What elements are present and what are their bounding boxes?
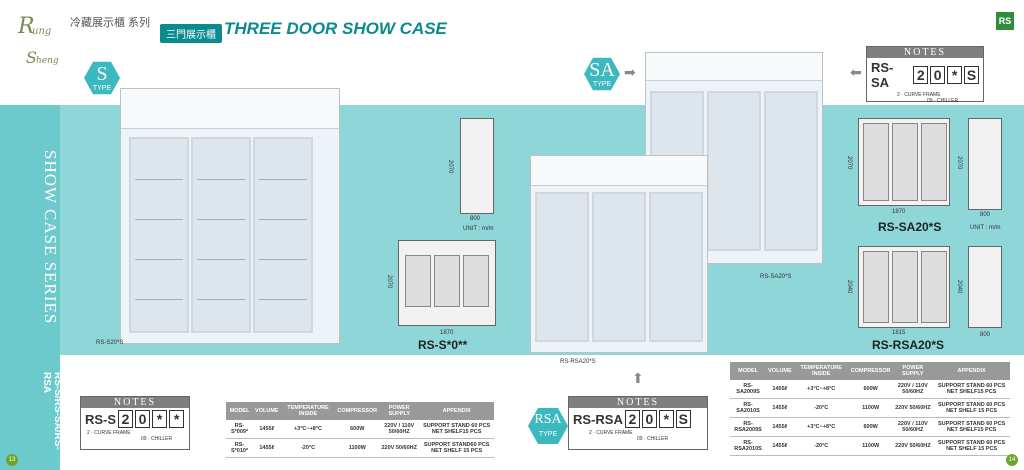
s-front-height: 2070 [386, 275, 392, 289]
rsa-side-height: 2040 [956, 280, 962, 294]
caption-sa: RS-SA20*S [760, 274, 792, 280]
arrow-up-icon: ⬆ [632, 370, 644, 386]
arrow-left-icon: ⬅ [850, 64, 862, 80]
s-side-depth: 800 [470, 216, 481, 222]
sa-side-drawing [968, 118, 1002, 210]
sa-side-unit: UNIT : m/m [970, 225, 1001, 231]
s-side-drawing [460, 118, 494, 214]
page-number-right: 14 [1006, 454, 1018, 466]
s-side-unit: UNIT : m/m [463, 226, 494, 232]
title-badge: 三門展示櫃 [160, 24, 222, 43]
sa-front-label: RS-SA20*S [878, 220, 942, 234]
sa-front-width: 1870 [892, 209, 906, 215]
fridge-s-photo [120, 88, 340, 344]
s-front-width: 1870 [440, 330, 454, 336]
sa-front-drawing [858, 118, 950, 206]
rsa-side-depth: 800 [980, 332, 991, 338]
page-number-left: 13 [6, 454, 18, 466]
title-cn: 冷藏展示櫃 系列 [70, 17, 151, 29]
sidebar-models-text: RS-S/RS-SA/RS-RSA [41, 372, 63, 450]
arrow-right-icon: ➡ [624, 64, 636, 80]
rsa-front-label: RS-RSA20*S [872, 338, 945, 352]
title-en: THREE DOOR SHOW CASE [224, 19, 447, 38]
sa-front-height: 2070 [846, 156, 852, 170]
fridge-rsa-photo [530, 155, 708, 353]
rsa-front-height: 2040 [846, 280, 852, 294]
sidebar-band [0, 105, 60, 470]
sidebar-series-text: SHOW CASE SERIES [41, 150, 60, 325]
rsa-front-width: 1815 [892, 330, 906, 336]
s-front-label: RS-S*0** [418, 338, 468, 352]
s-front-drawing [398, 240, 496, 326]
brand-logo: R ung S heng [18, 14, 59, 67]
rsa-side-drawing [968, 246, 1002, 328]
sa-side-depth: 800 [980, 212, 991, 218]
sa-side-height: 2070 [956, 156, 962, 170]
caption-rsa: RS-RSA20*S [560, 359, 596, 365]
s-side-height: 2070 [447, 160, 453, 174]
rsa-front-drawing [858, 246, 950, 328]
caption-s: RS-S20*S [96, 340, 124, 346]
brand-mark-icon: RS [996, 12, 1014, 30]
